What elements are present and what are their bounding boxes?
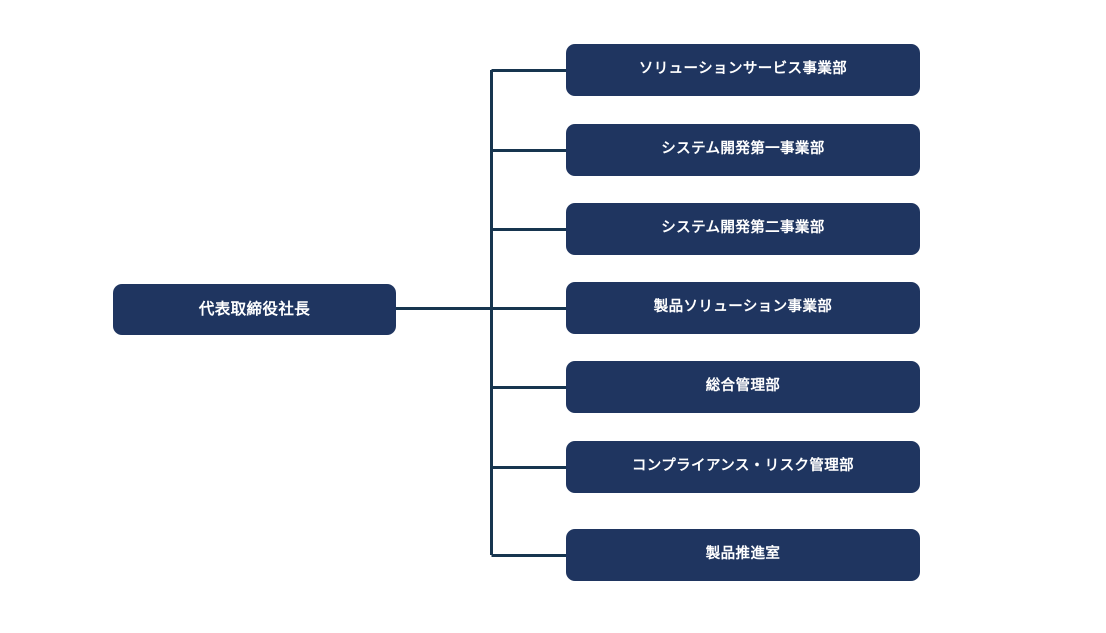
org-node-system-development-second-division[interactable]: システム開発第二事業部 [566,203,920,255]
org-node-label: 製品推進室 [705,546,781,563]
org-node-solution-service-division[interactable]: ソリューションサービス事業部 [566,44,920,96]
org-node-label: ソリューションサービス事業部 [638,61,848,78]
org-node-label: システム開発第二事業部 [661,220,825,237]
org-node-system-development-first-division[interactable]: システム開発第一事業部 [566,124,920,176]
org-node-root-label: 代表取締役社長 [198,300,311,319]
org-node-product-solution-division[interactable]: 製品ソリューション事業部 [566,282,920,334]
org-node-general-administration-department[interactable]: 総合管理部 [566,361,920,413]
org-node-compliance-risk-management-department[interactable]: コンプライアンス・リスク管理部 [566,441,920,493]
org-node-label: コンプライアンス・リスク管理部 [631,458,855,475]
org-node-root[interactable]: 代表取締役社長 [113,284,396,335]
org-node-product-promotion-office[interactable]: 製品推進室 [566,529,920,581]
org-node-label: システム開発第一事業部 [661,141,825,158]
org-node-label: 総合管理部 [705,378,781,395]
org-node-label: 製品ソリューション事業部 [653,299,833,316]
